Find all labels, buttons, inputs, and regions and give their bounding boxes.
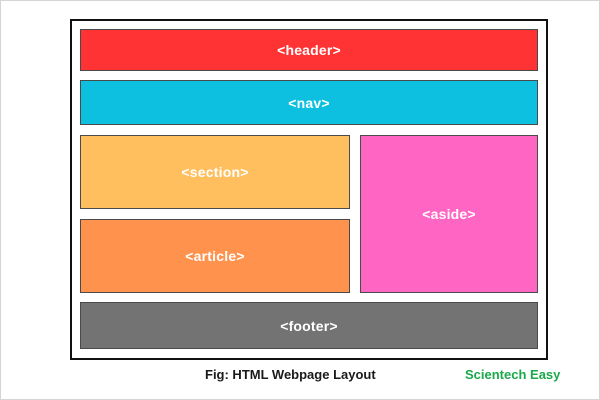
aside-block: <aside> xyxy=(360,135,538,293)
brand-label: Scientech Easy xyxy=(465,367,561,382)
section-block: <section> xyxy=(80,135,350,209)
footer-block: <footer> xyxy=(80,302,538,349)
article-block: <article> xyxy=(80,219,350,293)
figure-caption: Fig: HTML Webpage Layout xyxy=(205,367,376,382)
header-block: <header> xyxy=(80,29,538,71)
nav-block: <nav> xyxy=(80,80,538,125)
